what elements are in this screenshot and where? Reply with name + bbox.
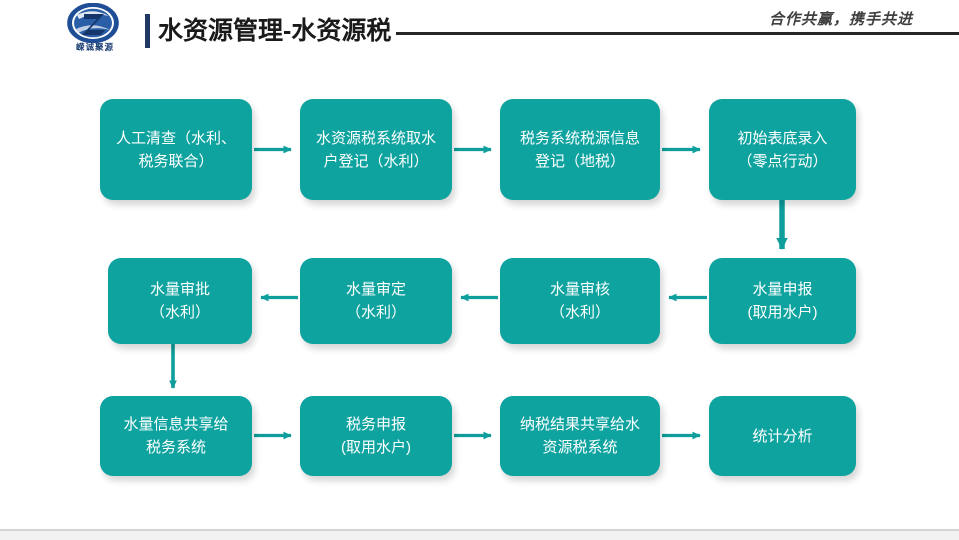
flow-node-tax-source-register[interactable]: 税务系统税源信息 登记（地税） [500,99,660,200]
flow-node-initial-meter-entry[interactable]: 初始表底录入 （零点行动） [709,99,856,200]
logo-wordmark: 嵘诚聚源 [75,42,114,52]
page-header: 嵘诚聚源 水资源管理-水资源税 合作共赢，携手共进 [0,0,959,62]
flow-node-water-user-register[interactable]: 水资源税系统取水 户登记（水利） [300,99,452,200]
circular-z-emblem-icon [67,3,119,43]
flow-node-share-tax-result[interactable]: 纳税结果共享给水 资源税系统 [500,396,660,476]
footer-divider [0,529,959,531]
footer-band [0,531,959,540]
header-tagline: 合作共赢，携手共进 [768,11,913,28]
flow-node-volume-approval[interactable]: 水量审批 （水利） [108,258,252,344]
flow-node-tax-declaration[interactable]: 税务申报 (取用水户) [300,396,452,476]
page-title: 水资源管理-水资源税 [158,17,392,45]
title-accent-bar [145,14,150,48]
title-divider-line [396,32,959,35]
flow-node-volume-verification[interactable]: 水量审定 （水利） [300,258,452,344]
flow-node-volume-review[interactable]: 水量审核 （水利） [500,258,660,344]
flow-node-statistical-analysis[interactable]: 统计分析 [709,396,856,476]
flow-node-share-volume-to-tax[interactable]: 水量信息共享给 税务系统 [100,396,252,476]
company-logo: 嵘诚聚源 [47,3,143,57]
flow-node-volume-declaration[interactable]: 水量申报 (取用水户) [709,258,856,344]
flow-node-manual-survey[interactable]: 人工清查（水利、 税务联合） [100,99,252,200]
